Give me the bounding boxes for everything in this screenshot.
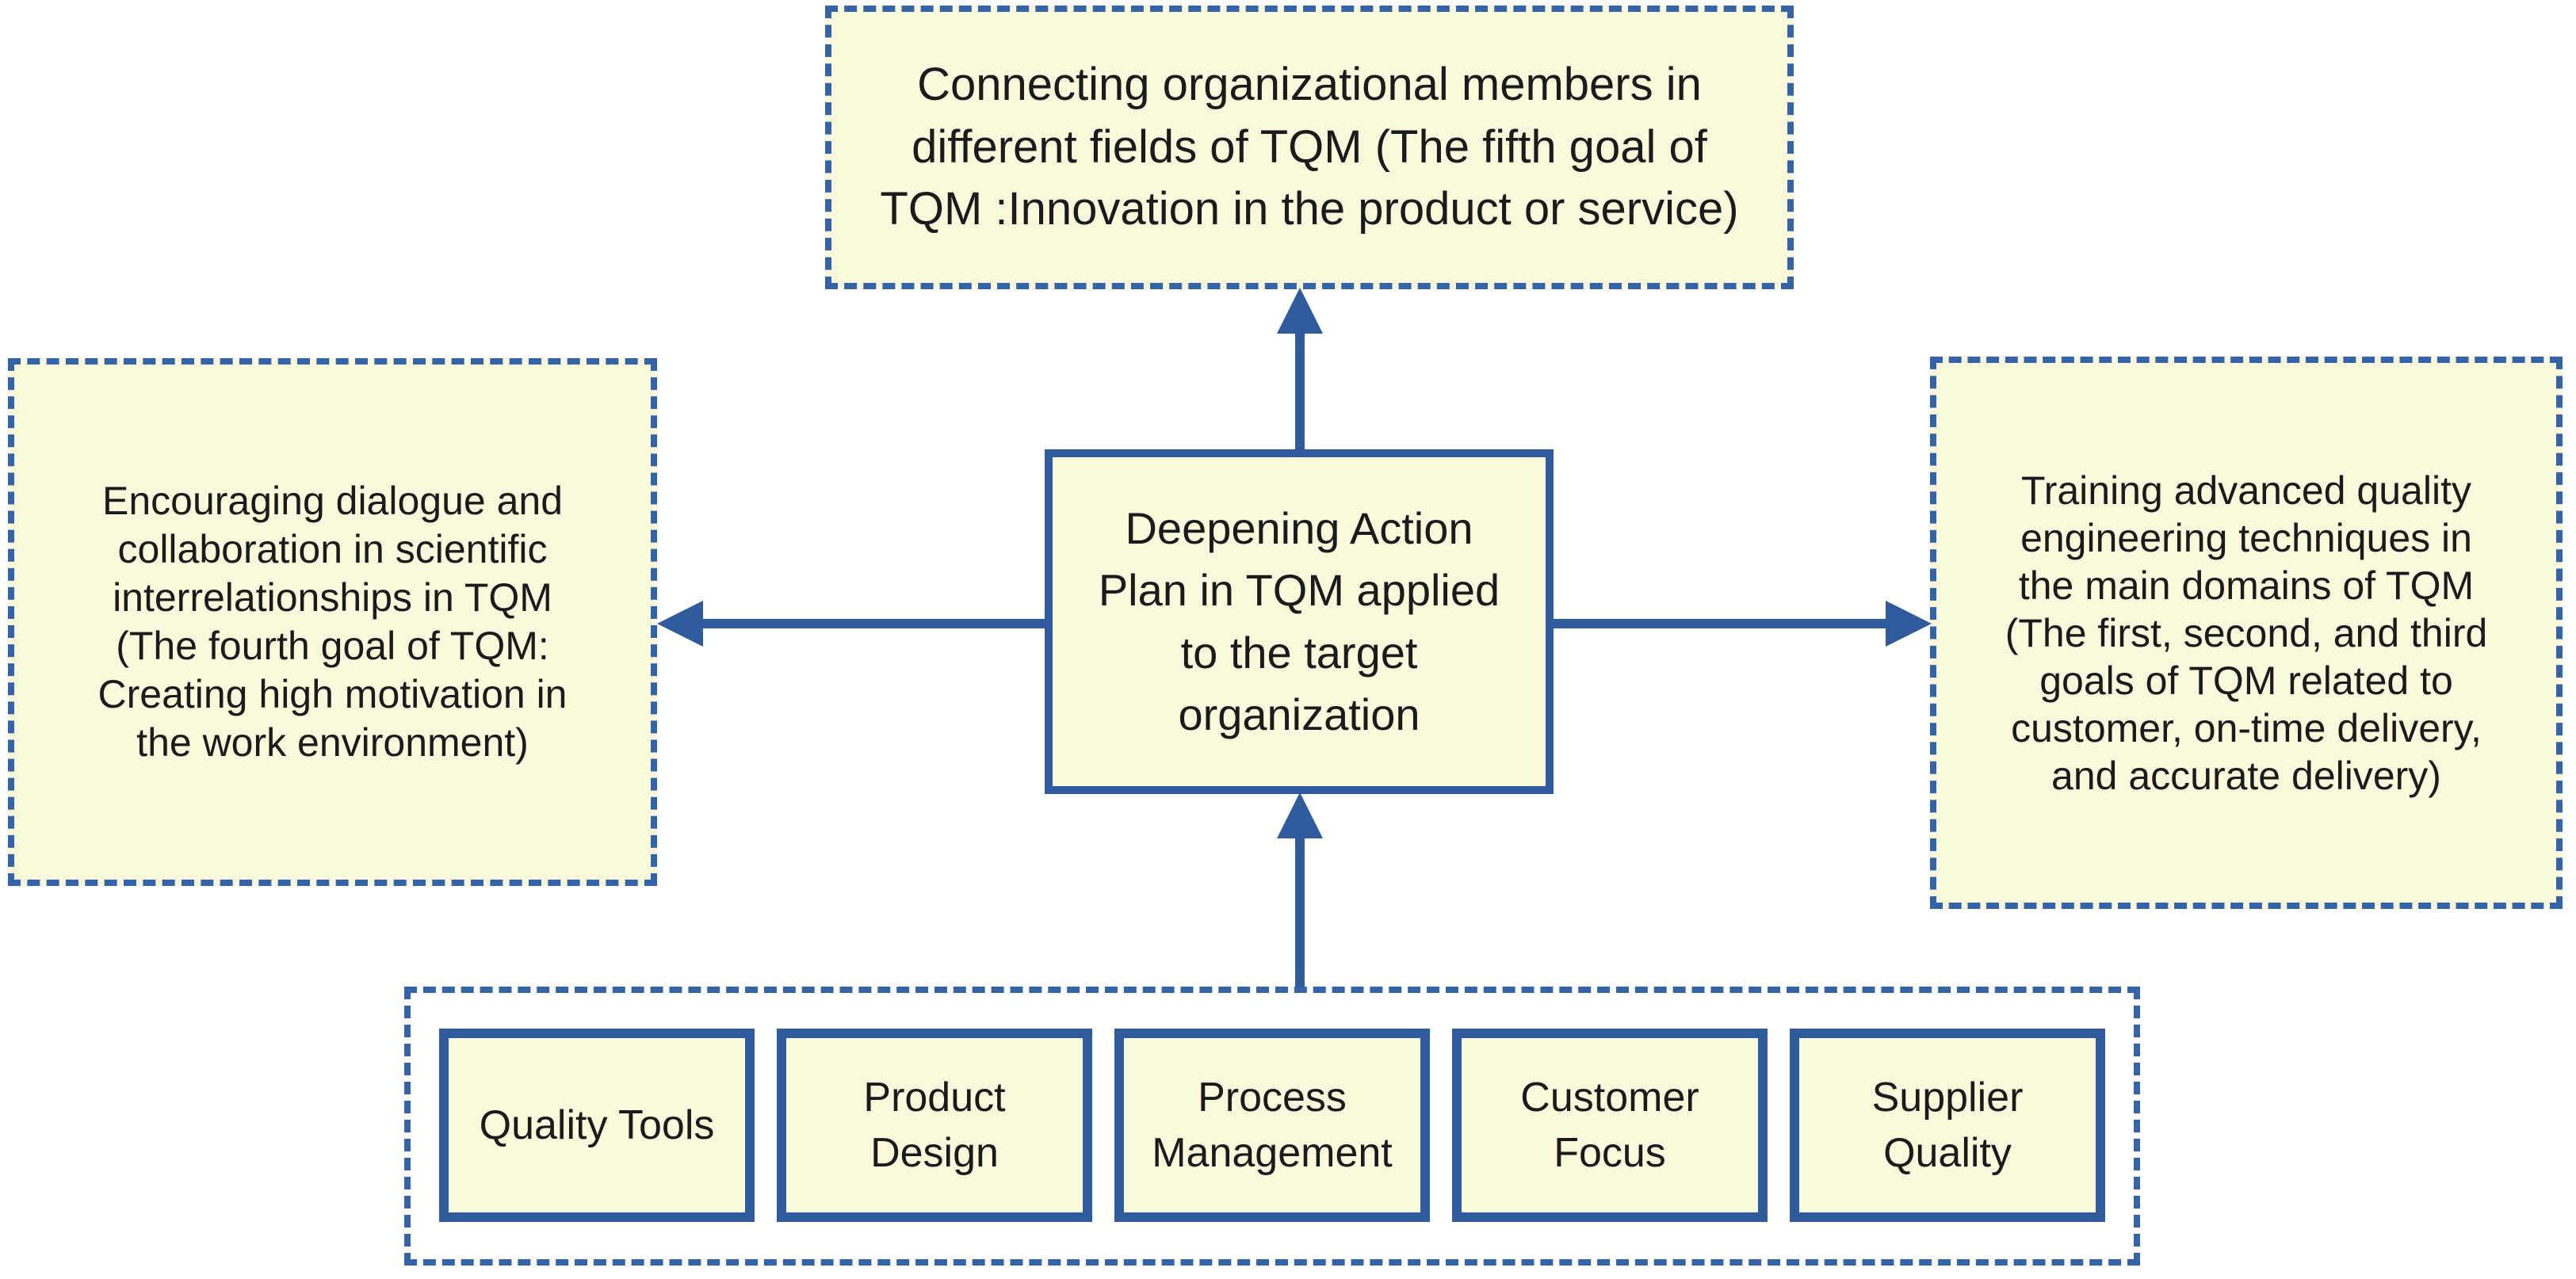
domain-box-quality-tools: Quality Tools bbox=[439, 1029, 755, 1222]
bottom-up-arrow-stem bbox=[1295, 835, 1305, 988]
left-arrow-stem bbox=[700, 619, 1046, 628]
left-goal-text: Encouraging dialogue and collaboration i… bbox=[97, 479, 568, 765]
domain-label: Supplier Quality bbox=[1871, 1074, 2024, 1176]
domain-box-process-management: Process Management bbox=[1114, 1029, 1430, 1222]
left-goal-box: Encouraging dialogue and collaboration i… bbox=[8, 358, 657, 886]
domain-label: Process Management bbox=[1152, 1074, 1393, 1176]
domain-box-product-design: Product Design bbox=[777, 1029, 1092, 1222]
center-action-plan-text: Deepening Action Plan in TQM applied to … bbox=[1098, 502, 1500, 739]
right-goal-box: Training advanced quality engineering te… bbox=[1930, 357, 2563, 909]
top-goal-text: Connecting organizational members in dif… bbox=[880, 58, 1739, 235]
right-arrow-stem bbox=[1552, 619, 1889, 628]
right-arrowhead-icon bbox=[1886, 601, 1932, 647]
tqm-domains-container: Quality Tools Product Design Process Man… bbox=[404, 987, 2140, 1266]
domain-label: Customer Focus bbox=[1520, 1074, 1699, 1176]
bottom-up-arrowhead-icon bbox=[1277, 792, 1323, 838]
domain-box-supplier-quality: Supplier Quality bbox=[1790, 1029, 2105, 1222]
domain-label: Quality Tools bbox=[479, 1101, 715, 1148]
left-arrowhead-icon bbox=[657, 601, 703, 647]
up-arrow-stem bbox=[1295, 330, 1305, 451]
domain-label: Product Design bbox=[863, 1074, 1006, 1176]
right-goal-text: Training advanced quality engineering te… bbox=[2005, 468, 2488, 798]
up-arrowhead-icon bbox=[1277, 288, 1323, 334]
domain-box-customer-focus: Customer Focus bbox=[1452, 1029, 1768, 1222]
top-goal-box: Connecting organizational members in dif… bbox=[825, 6, 1794, 289]
center-action-plan-box: Deepening Action Plan in TQM applied to … bbox=[1045, 449, 1554, 794]
